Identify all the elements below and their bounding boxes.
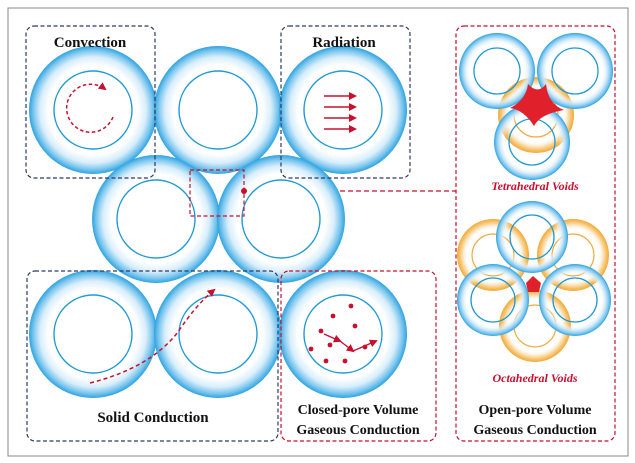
radiation-label: Radiation: [312, 35, 376, 51]
outer-frame: [7, 7, 629, 457]
octahedral-voids-label: Octahedral Voids: [492, 371, 577, 385]
open-pore-label-line1: Open-pore Volume: [479, 403, 592, 418]
open-pore-box: [455, 25, 616, 442]
solid-conduction-box: [26, 270, 279, 442]
closed-pore-label-line2: Gaseous Conduction: [296, 423, 420, 438]
sphere-convection: [29, 46, 157, 174]
gas-molecules: [308, 303, 368, 364]
tetrahedral-void: [510, 84, 564, 126]
gas-collision-arrows: [323, 333, 378, 353]
radiation-arrows: [324, 92, 357, 133]
void-highlight-box: [189, 169, 245, 217]
open-pore-label-line2: Gaseous Conduction: [473, 423, 597, 438]
sphere-radiation: [279, 46, 407, 174]
closed-pore-box: [280, 270, 437, 442]
convection-label: Convection: [54, 35, 127, 51]
sphere-top-middle: [154, 46, 282, 174]
sphere-middle-right: [217, 155, 345, 283]
octahedral-packing: [457, 201, 611, 362]
tetrahedral-voids-label: Tetrahedral Voids: [491, 179, 579, 193]
sphere-solid-right: [154, 270, 282, 398]
solid-conduction-arrow: [89, 288, 216, 384]
sphere-closed-pore: [279, 270, 407, 398]
sphere-packing: [29, 46, 407, 398]
connector-dot: [241, 188, 247, 194]
sphere-middle-left: [92, 155, 220, 283]
octahedral-void: [526, 276, 541, 292]
closed-pore-label-line1: Closed-pore Volume: [298, 403, 419, 418]
sphere-solid-left: [29, 270, 157, 398]
solid-conduction-label: Solid Conduction: [97, 410, 209, 426]
tetrahedral-packing: [459, 33, 613, 180]
